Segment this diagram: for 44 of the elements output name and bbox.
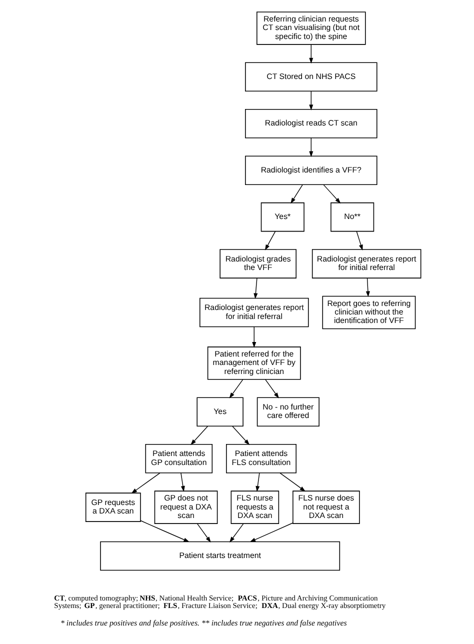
- arrow: [190, 426, 208, 446]
- arrow: [322, 184, 340, 204]
- label: CT, computed tomography; NHS, National Health Service; PACS, Picture and Archiving Communication Systems; GP, general practitioner; FLS, Fracture Liaison Service; DXA, Dual energy X-ray absorptiometry: [54, 593, 386, 610]
- arrow: [180, 472, 184, 492]
- node-box: Patient attends GP consultation: [144, 444, 212, 474]
- node-box: Yes: [196, 397, 243, 427]
- node-box: FLS nurse requests a DXA scan: [230, 490, 279, 524]
- arrow: [253, 278, 258, 300]
- node-box: Patient attends FLS consultation: [226, 444, 296, 474]
- arrow: [130, 472, 160, 494]
- node-box: Referring clinician requests CT scan visualising (but not specific to) the spine: [256, 12, 366, 45]
- arrow: [365, 278, 370, 298]
- arrow: [196, 523, 210, 543]
- node-box: GP requests a DXA scan: [84, 492, 140, 522]
- arrow: [356, 231, 362, 250]
- node-box: CT Stored on NHS PACS: [244, 62, 377, 92]
- arrow: [308, 138, 313, 158]
- node-box: No - no further care offered: [256, 397, 319, 427]
- arrow: [308, 44, 313, 64]
- node-box: Radiologist generates report for initial referral: [198, 298, 308, 328]
- arrow: [279, 472, 306, 492]
- arrow: [252, 326, 256, 348]
- node-box: Radiologist reads CT scan: [244, 108, 377, 138]
- node-box: Report goes to referring clinician without the identification of VFF: [322, 296, 416, 330]
- arrow: [264, 231, 276, 250]
- arrow: [264, 379, 279, 398]
- node-box: Patient referred for the management of VFF by referring clinician: [206, 346, 300, 380]
- arrow: [308, 90, 313, 110]
- node-box: Patient starts treatment: [100, 541, 340, 571]
- node-box: GP does not request a DXA scan: [154, 490, 218, 524]
- arrow: [255, 472, 260, 492]
- node-box: Radiologist grades the VFF: [219, 249, 296, 278]
- arrow: [228, 523, 244, 543]
- arrow: [140, 520, 189, 542]
- arrow: [232, 426, 250, 446]
- node-box: Radiologist generates report for initial referral: [311, 249, 421, 278]
- node-box: Yes*: [260, 202, 304, 232]
- caption: * includes true positives and false positives. ** includes true negatives and false negatives: [60, 618, 346, 628]
- node-box: Radiologist identifies a VFF?: [244, 156, 377, 185]
- node-box: No**: [330, 202, 374, 232]
- arrow: [249, 522, 293, 542]
- arrow: [290, 184, 302, 204]
- node-box: FLS nurse does not request a DXA scan: [292, 490, 360, 524]
- arrow: [228, 379, 243, 398]
